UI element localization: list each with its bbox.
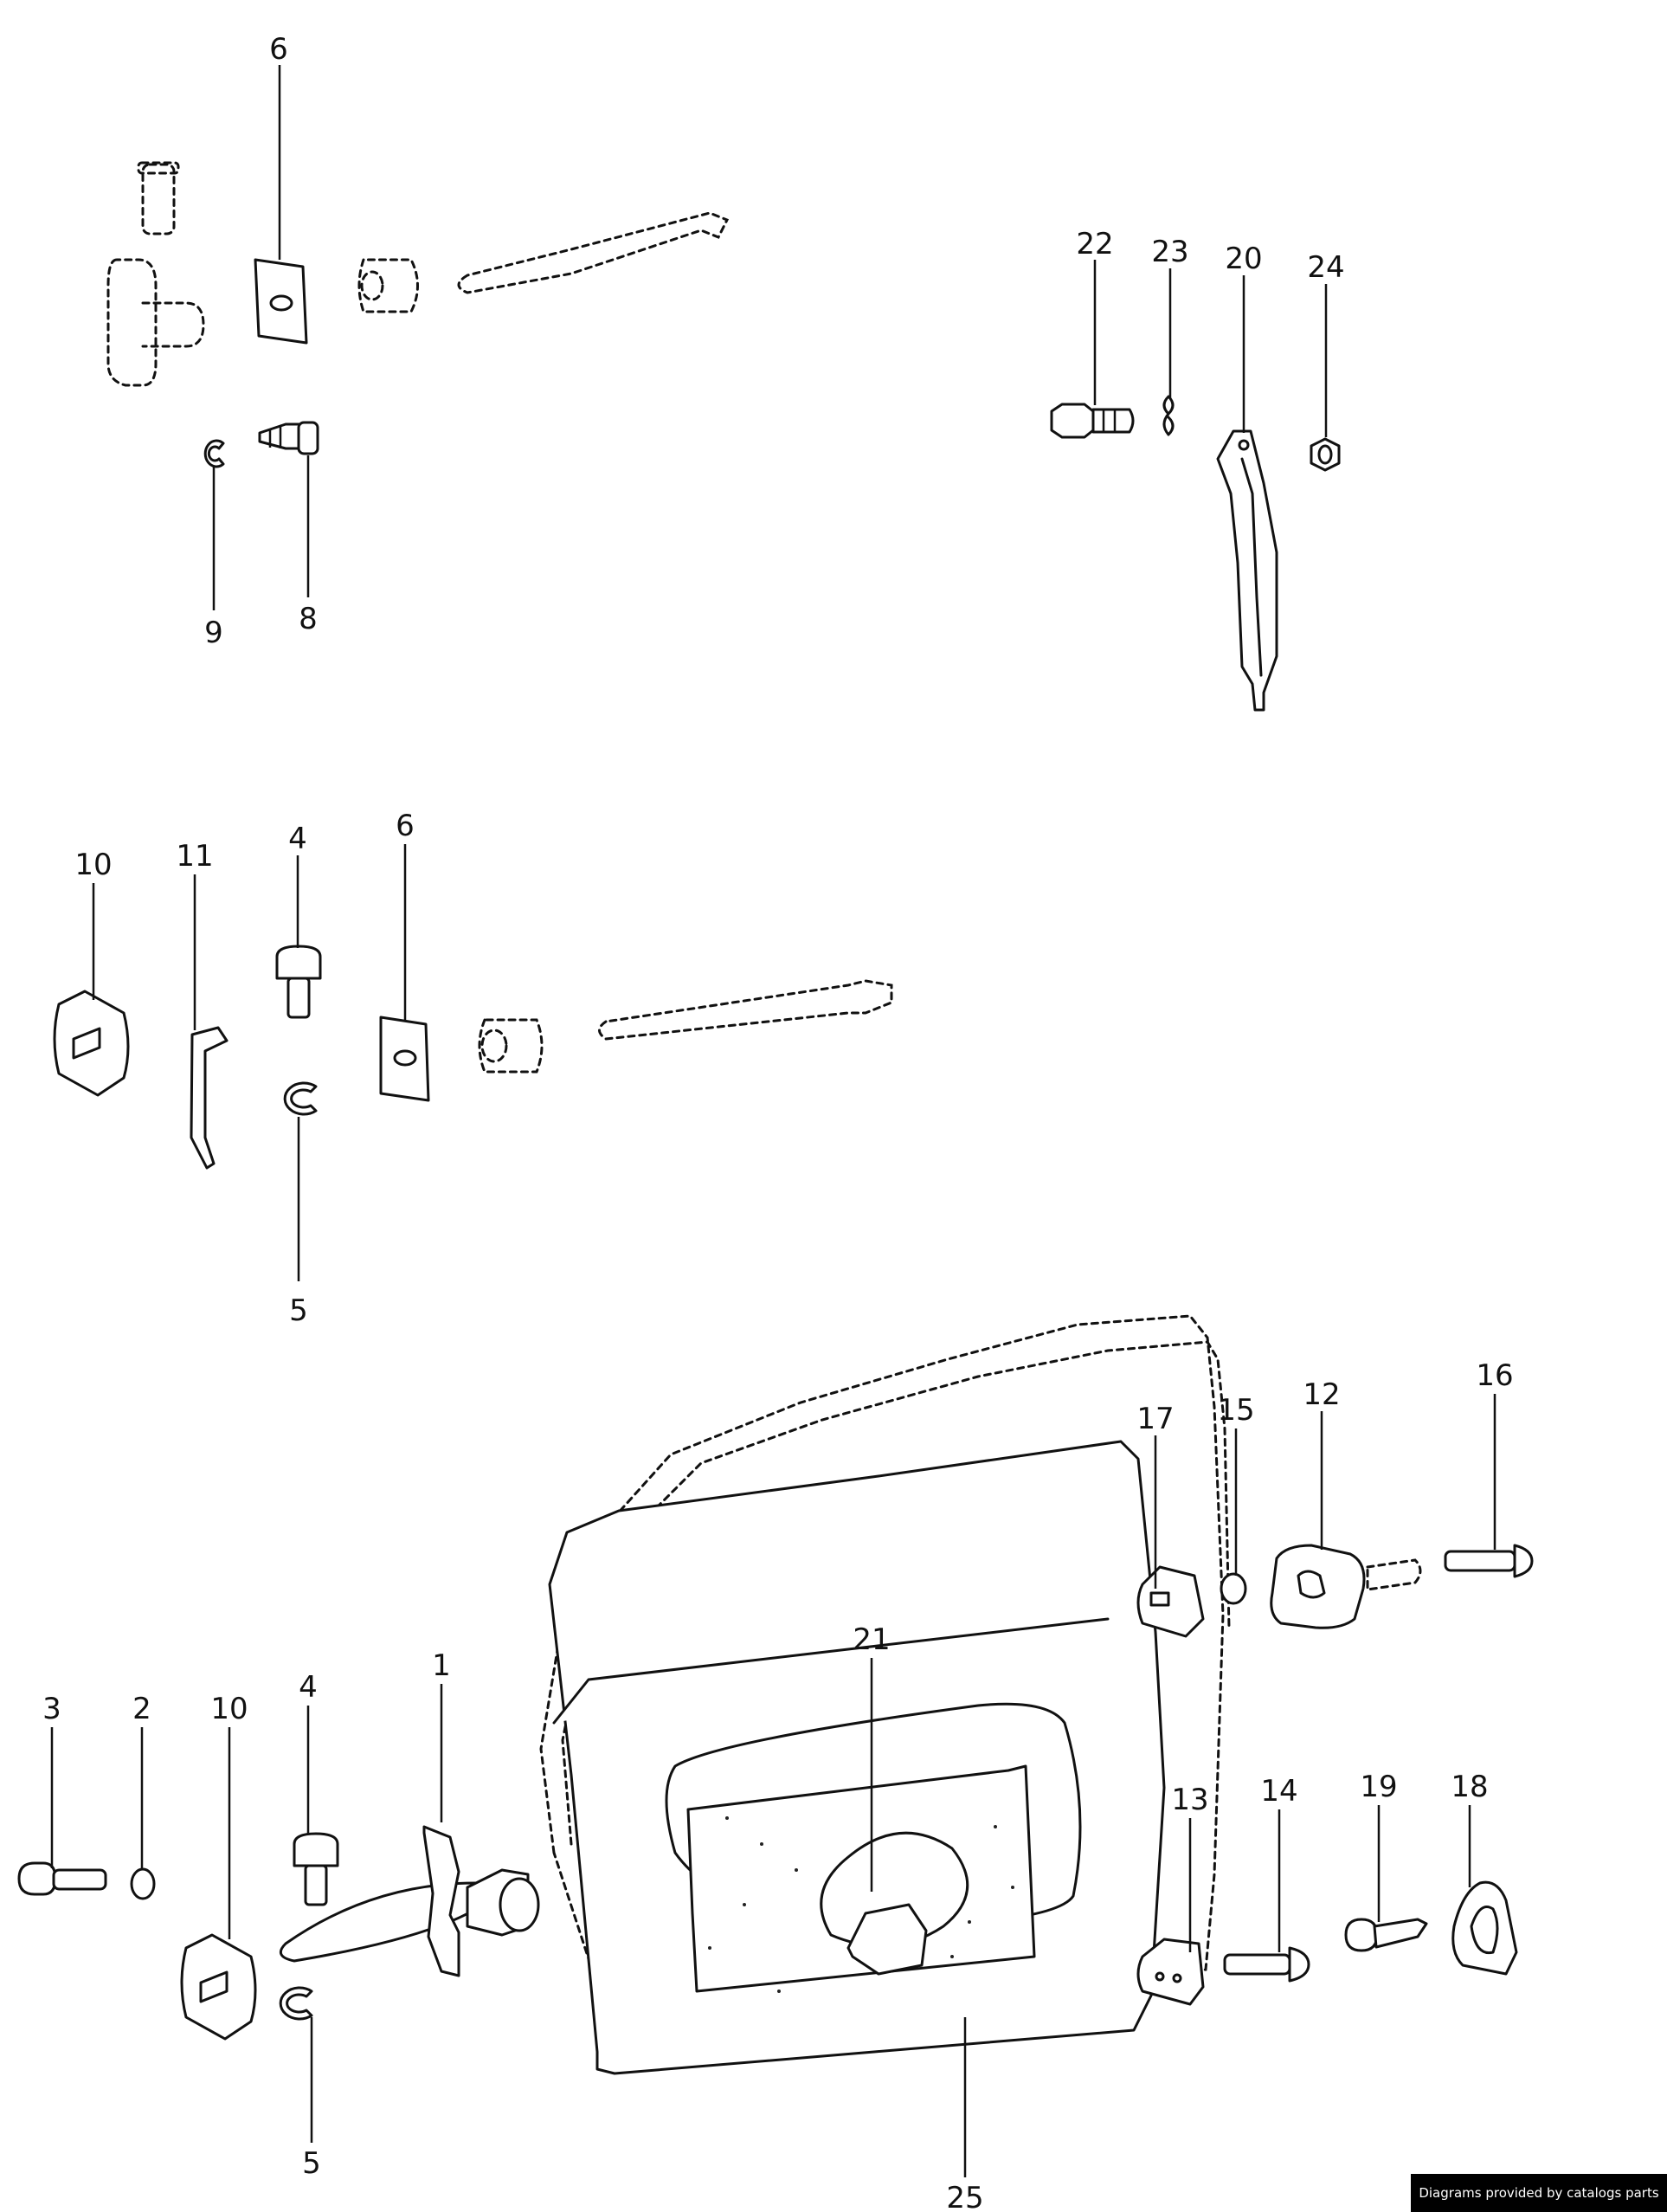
callout-5-middle: 5 <box>289 1293 308 1328</box>
bushing-part-13 <box>1136 1938 1205 2006</box>
callout-8: 8 <box>299 602 318 636</box>
callout-16: 16 <box>1476 1358 1513 1393</box>
callout-3: 3 <box>42 1692 61 1726</box>
callout-19: 19 <box>1360 1770 1397 1804</box>
spring-washer-part-23 <box>1162 395 1175 436</box>
callout-12: 12 <box>1303 1377 1340 1412</box>
spring-clip-part-11 <box>190 1026 228 1170</box>
hinge-bracket-dashed <box>106 161 205 387</box>
buffer-dashed <box>357 258 419 313</box>
callout-5-bottom: 5 <box>302 2146 321 2181</box>
callout-23: 23 <box>1151 235 1188 269</box>
callout-9: 9 <box>204 616 223 650</box>
callout-17: 17 <box>1136 1402 1174 1436</box>
striker-plate-part-12 <box>1270 1544 1422 1629</box>
callout-10-middle: 10 <box>74 848 112 882</box>
circlip-part-9 <box>203 439 225 468</box>
callout-25: 25 <box>946 2181 983 2212</box>
callout-15: 15 <box>1217 1393 1254 1428</box>
shim-plate-part-6 <box>254 258 308 345</box>
callout-2: 2 <box>132 1692 151 1726</box>
mounting-plate-part-10-lower <box>180 1933 257 2041</box>
door-inner-panel <box>548 1440 1166 2075</box>
screw-part-8 <box>258 421 319 455</box>
washer-part-15 <box>1220 1572 1247 1605</box>
bolt-part-22 <box>1050 403 1135 439</box>
tapping-screw-part-19 <box>1344 1918 1428 1952</box>
callout-21: 21 <box>853 1622 890 1657</box>
circlip-part-5-lower <box>279 1986 313 2021</box>
circlip-part-5-upper <box>283 1081 318 1116</box>
credit-text: Diagrams provided by catalogs parts <box>1419 2185 1659 2201</box>
screw-part-14 <box>1223 1946 1310 1983</box>
check-rod-dashed <box>457 211 730 294</box>
washer-part-2 <box>130 1867 156 1900</box>
mounting-plate-part-10-upper <box>53 990 130 1097</box>
bushing-part-17 <box>1136 1565 1205 1638</box>
pin-part-4-lower <box>293 1832 339 1906</box>
callout-1: 1 <box>432 1648 451 1683</box>
nut-part-24 <box>1310 437 1341 472</box>
callout-10-bottom: 10 <box>210 1692 248 1726</box>
door-outline-dashed <box>539 1314 1231 2022</box>
callout-18: 18 <box>1451 1770 1488 1804</box>
credit-badge: Diagrams provided by catalogs parts <box>1411 2174 1667 2212</box>
striker-plate-part-18 <box>1451 1880 1518 1976</box>
pin-part-4-upper <box>275 945 322 1019</box>
callout-11: 11 <box>176 839 213 874</box>
callout-22: 22 <box>1076 227 1113 261</box>
callout-14: 14 <box>1260 1774 1297 1809</box>
buffer-dashed-lower <box>478 1018 544 1074</box>
bracket-part-20 <box>1216 429 1278 712</box>
door-check-strap-part-1 <box>279 1825 540 1977</box>
callout-24: 24 <box>1307 250 1344 285</box>
callout-6-top: 6 <box>269 32 288 67</box>
callout-20: 20 <box>1225 242 1262 276</box>
callout-13: 13 <box>1171 1783 1208 1817</box>
bolt-part-3 <box>17 1861 107 1896</box>
screw-part-16 <box>1444 1544 1534 1578</box>
callout-4-middle: 4 <box>288 822 307 856</box>
callout-4-bottom: 4 <box>299 1670 318 1705</box>
shim-plate-part-6-lower <box>379 1016 430 1102</box>
check-rod-dashed-lower <box>598 979 893 1041</box>
callout-6-middle: 6 <box>396 809 415 843</box>
